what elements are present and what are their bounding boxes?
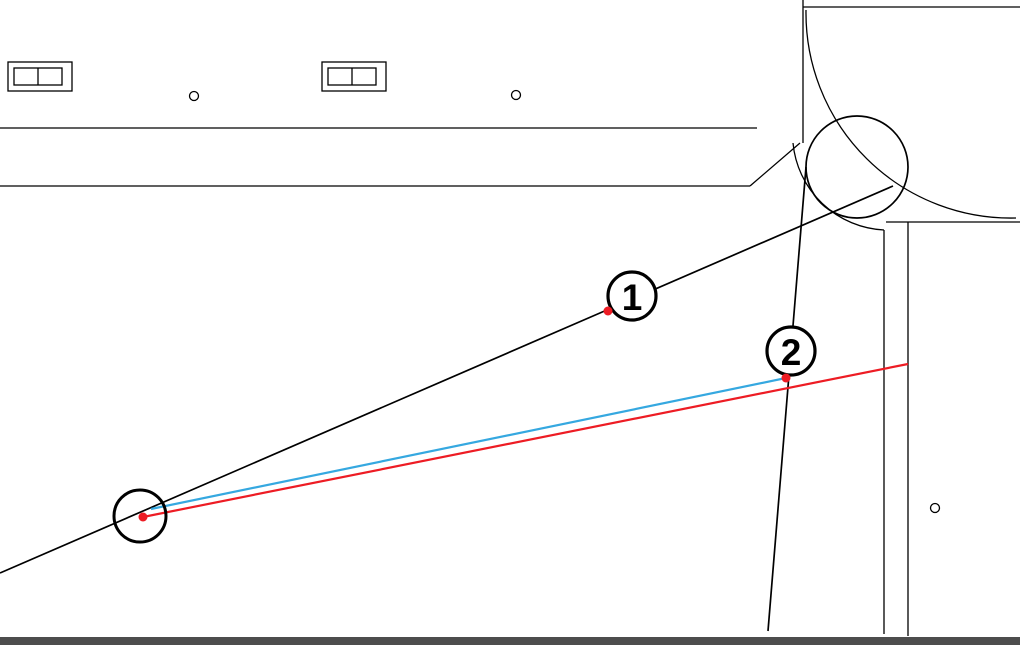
point-marker-start <box>138 512 148 522</box>
wall-band <box>0 127 801 187</box>
fixture-2 <box>321 61 387 92</box>
point-marker-1 <box>603 306 613 316</box>
anchor-dot-left-icon <box>188 90 200 102</box>
string-line-steep <box>767 166 807 632</box>
target-circle <box>112 488 168 544</box>
anchor-dot-right-icon <box>929 502 941 514</box>
callout-1-label: 1 <box>622 277 643 318</box>
wall-miter-line <box>749 142 801 187</box>
measure-line-red <box>142 362 909 519</box>
anchor-dot-middle-icon <box>510 89 522 101</box>
corner-column-circle <box>805 115 909 219</box>
fixture-1 <box>7 61 73 92</box>
guide-line-cyan <box>150 376 787 511</box>
callout-2-circle <box>765 325 817 377</box>
corner-outer-arc <box>805 9 1017 219</box>
callout-1-circle <box>606 270 658 322</box>
bottom-bar <box>0 637 1020 645</box>
fixture-2-outer-rect <box>321 61 387 92</box>
callout-2-label: 2 <box>781 332 802 373</box>
fixture-1-outer-rect <box>7 61 73 92</box>
callout-1: 1 <box>606 270 658 322</box>
point-marker-2 <box>781 373 791 383</box>
callout-2: 2 <box>765 325 817 377</box>
corner-assembly <box>792 0 1020 636</box>
string-line-diagonal <box>0 185 894 574</box>
